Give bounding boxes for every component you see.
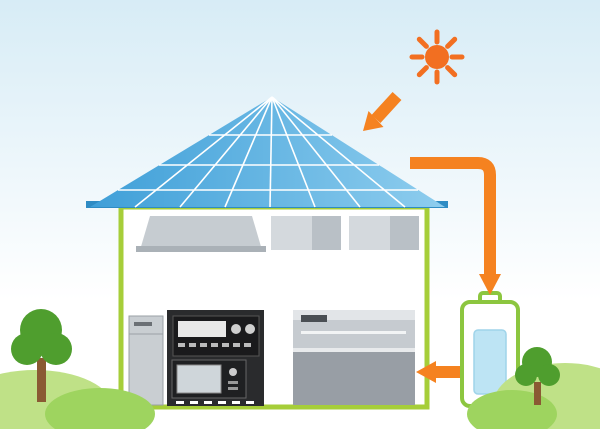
console-knob bbox=[231, 324, 241, 334]
battery-to-appliances-arrow bbox=[416, 361, 460, 383]
solar-panel-grid bbox=[118, 96, 418, 208]
window-right bbox=[347, 214, 421, 252]
counter-handle bbox=[301, 331, 406, 334]
tree-left-trunk bbox=[37, 358, 46, 402]
tree-left bbox=[11, 309, 72, 402]
window-left bbox=[269, 214, 343, 252]
sun-icon bbox=[409, 29, 465, 85]
range-hood bbox=[140, 216, 262, 250]
refrigerator-handle bbox=[134, 322, 152, 326]
console-display bbox=[178, 321, 226, 337]
solar-panel-roof bbox=[86, 96, 448, 208]
counter-slot bbox=[301, 315, 327, 322]
bush-left bbox=[0, 370, 155, 429]
refrigerator bbox=[128, 315, 164, 406]
range-hood-lip bbox=[136, 246, 266, 252]
kitchen-counter-dishwasher bbox=[293, 310, 415, 405]
battery-cell bbox=[473, 329, 507, 395]
sun-core bbox=[425, 45, 449, 69]
second-floor-band bbox=[136, 214, 421, 252]
tree-left-foliage bbox=[11, 309, 72, 365]
console-buttons bbox=[178, 343, 251, 347]
oven-console bbox=[167, 310, 264, 406]
panel-to-battery-arrow bbox=[410, 157, 501, 295]
tree-right-trunk bbox=[534, 382, 541, 405]
microwave bbox=[171, 359, 247, 399]
console-knob bbox=[245, 324, 255, 334]
house-cutaway bbox=[118, 204, 430, 410]
tree-right-foliage bbox=[515, 347, 560, 386]
sunlight-to-panel-arrow bbox=[363, 91, 402, 131]
microwave-dial bbox=[229, 368, 237, 376]
storage-battery-unit bbox=[460, 291, 520, 408]
microwave-window bbox=[176, 364, 222, 394]
kitchen-appliances bbox=[128, 310, 415, 406]
solar-panel-surface bbox=[90, 97, 445, 207]
tree-right bbox=[515, 347, 560, 405]
console-base-marks bbox=[176, 401, 254, 404]
